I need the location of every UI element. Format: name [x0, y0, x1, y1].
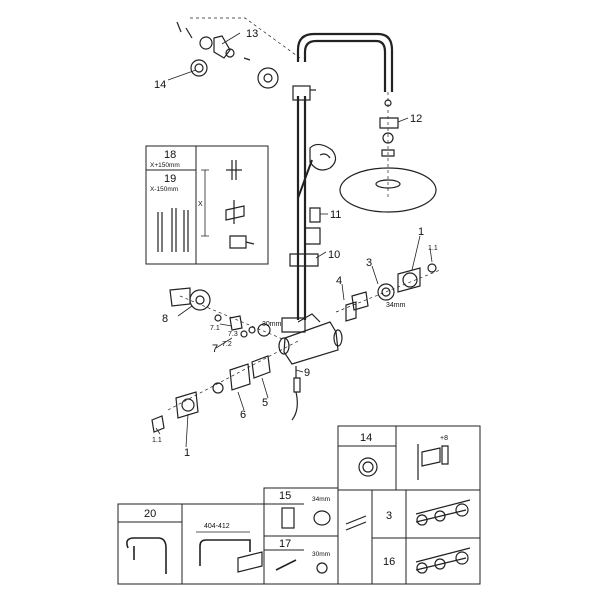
panel-17-number: 17	[279, 538, 291, 550]
riser-pipe	[292, 32, 394, 320]
panel-14-dim: +8	[440, 435, 448, 442]
panel-20-number: 20	[144, 508, 156, 520]
panel-labels: 14 +8 20 404-412 15 34mm 17 30mm 3 16	[144, 432, 448, 568]
label-8: 8	[162, 313, 168, 325]
panel-15-number: 15	[279, 490, 291, 502]
label-6: 6	[240, 409, 246, 421]
inset-19-size: X-150mm	[150, 186, 178, 193]
label-7-3: 7.3	[228, 331, 238, 338]
inset-18-size: X+150mm	[150, 162, 180, 169]
panel-16-number: 16	[383, 556, 395, 568]
overhead-shower-head	[339, 92, 437, 213]
inset-labels: 18 X+150mm 19 X-150mm X	[150, 149, 203, 208]
wall-bracket-assembly	[176, 17, 301, 89]
label-1-1-left: 1.1	[152, 437, 162, 444]
panel-20-dim: 404-412	[204, 523, 230, 530]
panel-3-16	[337, 489, 481, 585]
label-3: 3	[366, 257, 372, 269]
label-10: 10	[328, 249, 340, 261]
inset-x-dim: X	[198, 201, 203, 208]
label-7: 7	[212, 343, 218, 355]
label-1-right: 1	[418, 226, 424, 238]
label-34mm: 34mm	[386, 302, 406, 309]
height-options-inset	[145, 145, 269, 265]
label-7-2: 7.2	[222, 341, 232, 348]
hand-shower	[289, 143, 337, 290]
panel-3-number: 3	[386, 510, 392, 522]
panel-15-dim: 34mm	[312, 496, 330, 503]
label-11: 11	[330, 209, 341, 221]
panel-14-number: 14	[360, 432, 372, 444]
panel-17-dim: 30mm	[312, 551, 330, 558]
inset-19-number: 19	[164, 173, 176, 185]
label-5: 5	[262, 397, 268, 409]
label-13: 13	[246, 28, 258, 40]
label-4: 4	[336, 275, 342, 287]
label-30mm: 30mm	[262, 321, 282, 328]
callout-labels: 13 14 12 11 10 1 1.1 3 4 34mm 30mm 9 8 7…	[152, 28, 438, 459]
inset-18-number: 18	[164, 149, 176, 161]
label-1-1-right: 1.1	[428, 245, 438, 252]
label-1-left: 1	[184, 447, 190, 459]
panel-20	[117, 503, 265, 585]
label-9: 9	[304, 367, 310, 379]
left-side-parts	[151, 287, 301, 433]
leader-lines	[155, 32, 433, 448]
label-14: 14	[154, 79, 166, 91]
label-7-1: 7.1	[210, 325, 220, 332]
label-12: 12	[410, 113, 422, 125]
right-side-parts	[335, 263, 441, 322]
thermostat-mixer-body	[248, 313, 343, 421]
